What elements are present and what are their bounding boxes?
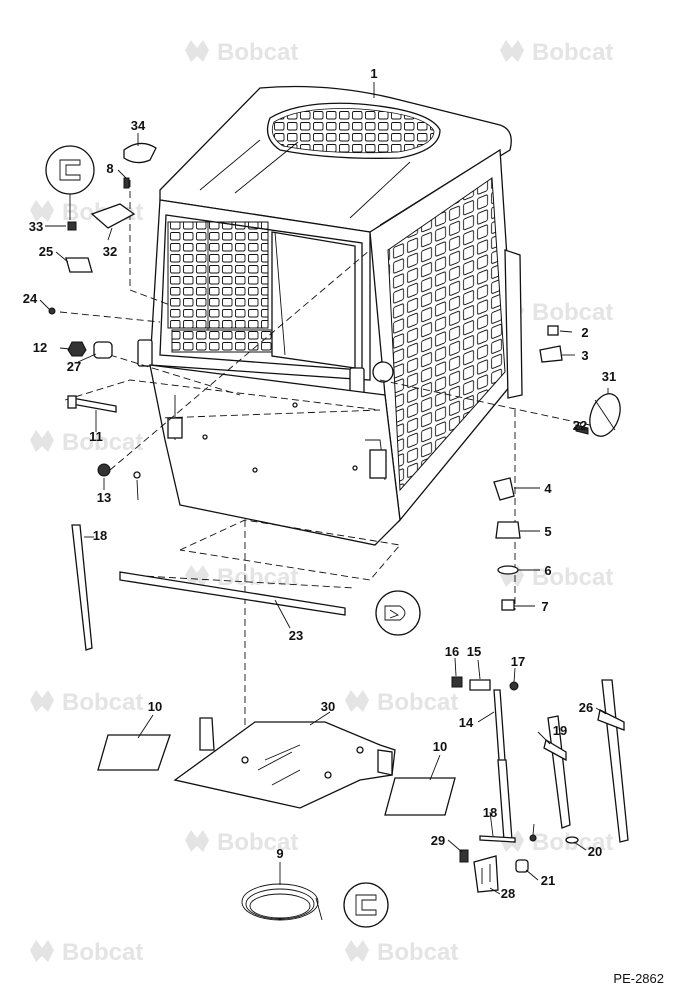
watermark-logo: Bobcat <box>30 429 143 456</box>
watermark-text: Bobcat <box>217 829 298 856</box>
callout-32: 32 <box>103 244 117 259</box>
watermark-text: Bobcat <box>532 564 613 591</box>
watermark-logo: Bobcat <box>185 564 298 591</box>
callout-21: 21 <box>541 873 555 888</box>
callout-23: 23 <box>289 628 303 643</box>
callout-27: 27 <box>67 359 81 374</box>
leader-lines <box>39 82 609 895</box>
callout-11: 11 <box>89 429 103 444</box>
watermark-logo: Bobcat <box>30 939 143 966</box>
watermark-logo: Bobcat <box>345 939 458 966</box>
watermark-text: Bobcat <box>62 689 143 716</box>
callout-31: 31 <box>602 369 616 384</box>
watermark-text: Bobcat <box>377 689 458 716</box>
small-parts <box>45 142 629 928</box>
watermark-text: Bobcat <box>532 39 613 66</box>
callout-22: 22 <box>573 418 587 433</box>
watermark-text: Bobcat <box>377 939 458 966</box>
reference-code: PE-2862 <box>613 971 664 986</box>
watermark-logo: Bobcat <box>500 39 613 66</box>
callout-20: 20 <box>588 844 602 859</box>
callout-labels: 1234567891010111213141516171818192021222… <box>23 66 616 901</box>
callout-10: 10 <box>148 699 162 714</box>
callout-18: 18 <box>93 528 107 543</box>
callout-6: 6 <box>544 563 551 578</box>
callout-33: 33 <box>29 219 43 234</box>
callout-5: 5 <box>544 524 551 539</box>
watermark-logo: Bobcat <box>185 829 298 856</box>
cab-assembly <box>137 85 523 546</box>
watermark-text: Bobcat <box>217 39 298 66</box>
watermark-logo: Bobcat <box>30 689 143 716</box>
callout-25: 25 <box>39 244 53 259</box>
callout-30: 30 <box>321 699 335 714</box>
callout-3: 3 <box>581 348 588 363</box>
callout-26: 26 <box>579 700 593 715</box>
watermark-text: Bobcat <box>62 429 143 456</box>
callout-1: 1 <box>370 66 377 81</box>
callout-10: 10 <box>433 739 447 754</box>
callout-18: 18 <box>483 805 497 820</box>
callout-9: 9 <box>276 846 283 861</box>
watermark-logo: Bobcat <box>345 689 458 716</box>
callout-13: 13 <box>97 490 111 505</box>
callout-14: 14 <box>459 715 474 730</box>
watermark-logo: Bobcat <box>500 564 613 591</box>
watermark-text: Bobcat <box>62 939 143 966</box>
watermark-logo: Bobcat <box>500 299 613 326</box>
callout-28: 28 <box>501 886 515 901</box>
callout-17: 17 <box>511 654 525 669</box>
callout-2: 2 <box>581 325 588 340</box>
watermark-logo: Bobcat <box>185 39 298 66</box>
callout-29: 29 <box>431 833 445 848</box>
watermark-text: Bobcat <box>217 564 298 591</box>
callout-8: 8 <box>106 161 113 176</box>
callout-15: 15 <box>467 644 481 659</box>
callout-34: 34 <box>131 118 146 133</box>
callout-12: 12 <box>33 340 47 355</box>
callout-4: 4 <box>544 481 552 496</box>
watermark-text: Bobcat <box>532 299 613 326</box>
callout-19: 19 <box>553 723 567 738</box>
callout-7: 7 <box>541 599 548 614</box>
callout-16: 16 <box>445 644 459 659</box>
callout-24: 24 <box>23 291 38 306</box>
